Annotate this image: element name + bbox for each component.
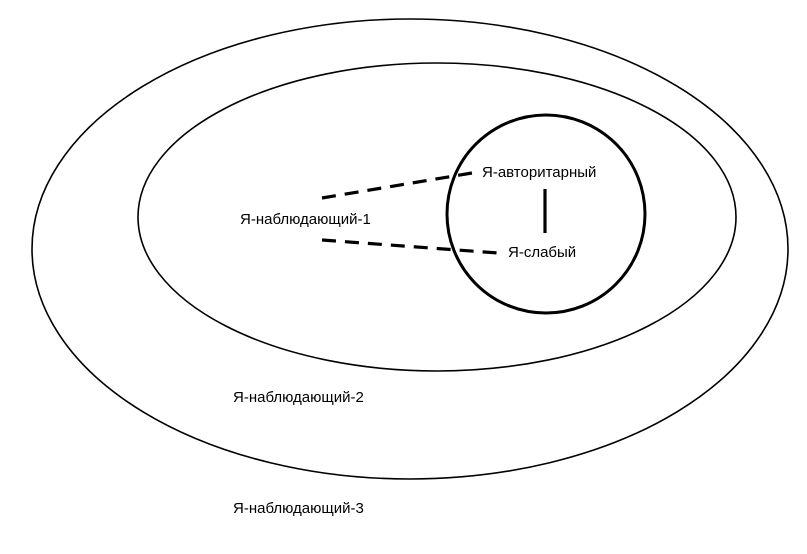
outer-ellipse bbox=[31, 18, 789, 480]
dashed-line-to-authoritarian bbox=[321, 171, 473, 200]
dashed-line-to-weak bbox=[321, 238, 499, 255]
label-observer-3: Я-наблюдающий-3 bbox=[233, 500, 364, 517]
label-weak: Я-слабый bbox=[508, 244, 576, 261]
self-circle bbox=[445, 113, 647, 315]
label-observer-1: Я-наблюдающий-1 bbox=[240, 211, 371, 228]
inner-ellipse bbox=[137, 62, 737, 372]
label-observer-2: Я-наблюдающий-2 bbox=[233, 389, 364, 406]
label-authoritarian: Я-авторитарный bbox=[482, 164, 596, 181]
